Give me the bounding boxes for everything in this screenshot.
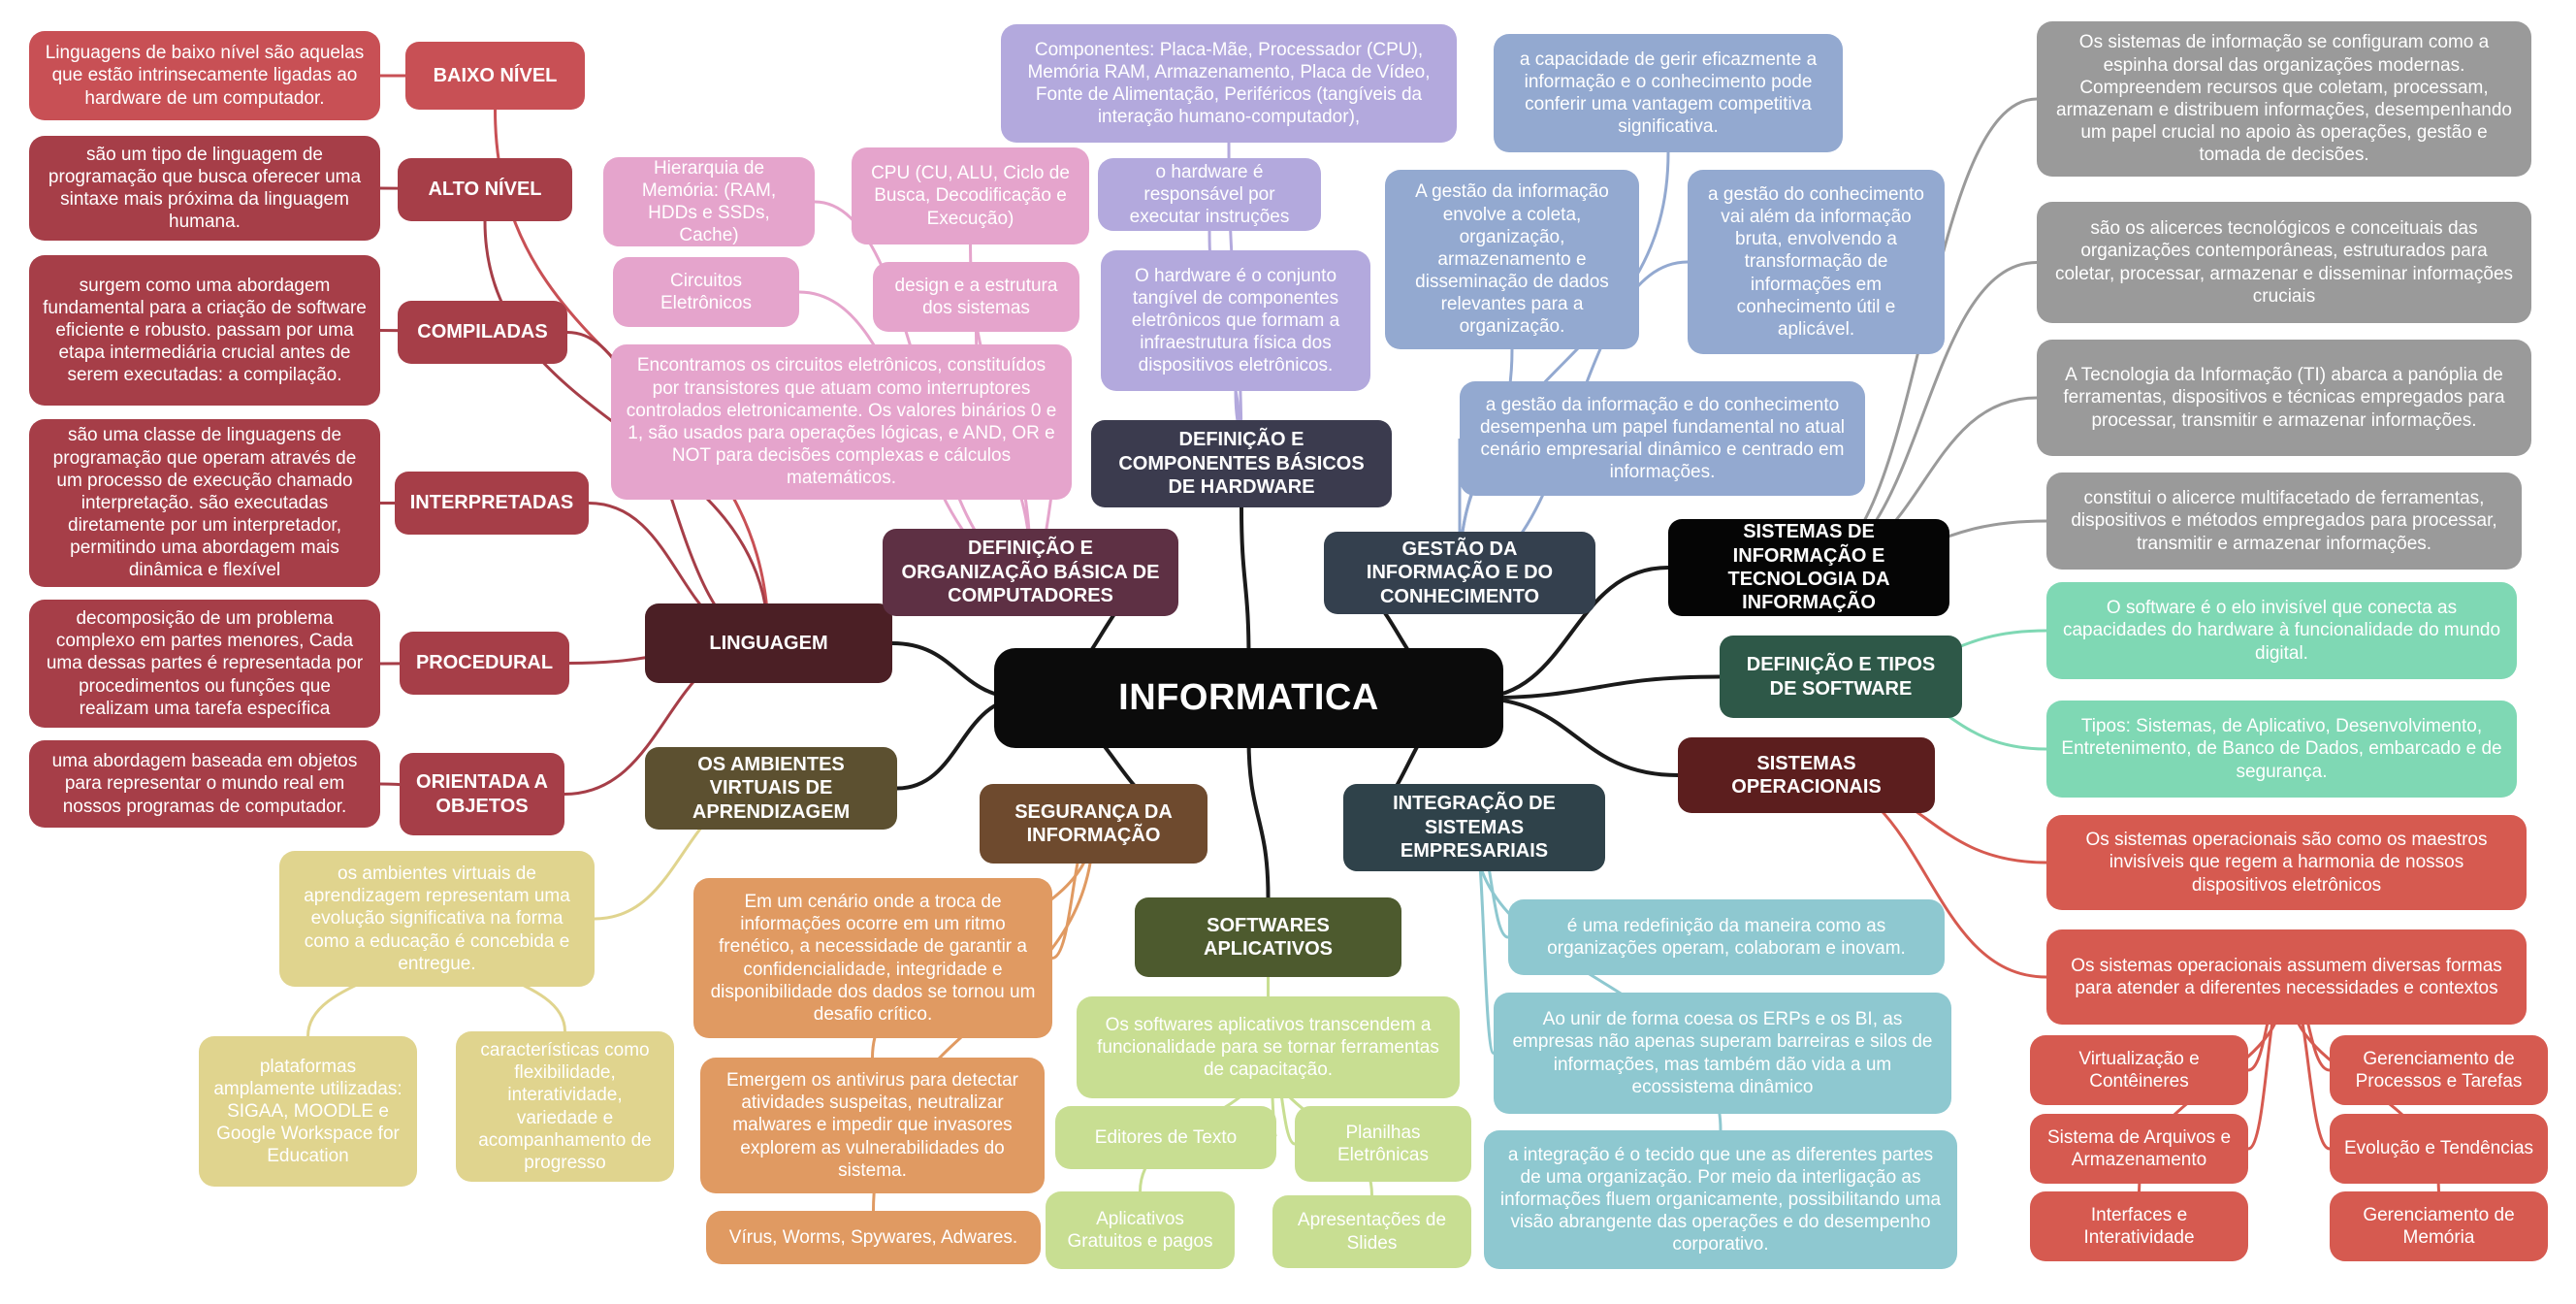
leaf-topic-si2: são os alicerces tecnológicos e conceitu… [2037, 202, 2531, 323]
leaf-topic-sw2: Tipos: Sistemas, de Aplicativo, Desenvol… [2046, 701, 2517, 798]
leaf-topic-so4: Gerenciamento de Processos e Tarefas [2330, 1035, 2548, 1105]
leaf-topic-so2: Os sistemas operacionais assumem diversa… [2046, 929, 2527, 1025]
branch-topic-comp: COMPILADAS [398, 301, 567, 364]
branch-topic-b_si: SISTEMAS DE INFORMAÇÃO E TECNOLOGIA DA I… [1668, 519, 1949, 616]
leaf-topic-so6: Evolução e Tendências [2330, 1114, 2548, 1184]
branch-topic-alto: ALTO NÍVEL [398, 158, 572, 221]
branch-topic-b_apl: SOFTWARES APLICATIVOS [1135, 897, 1401, 977]
leaf-topic-gic4: a gestão da informação e do conhecimento… [1460, 381, 1865, 496]
leaf-topic-si1: Os sistemas de informação se configuram … [2037, 21, 2531, 177]
leaf-topic-org1: Hierarquia de Memória: (RAM, HDDs e SSDs… [603, 157, 815, 246]
leaf-topic-org4: design e a estrutura dos sistemas [873, 262, 1079, 332]
leaf-topic-si4: constitui o alicerce multifacetado de fe… [2046, 473, 2522, 570]
leaf-topic-so3: Virtualização e Contêineres [2030, 1035, 2248, 1105]
leaf-topic-hw3: O hardware é o conjunto tangível de comp… [1101, 250, 1370, 391]
leaf-topic-proc_t: decomposição de um problema complexo em … [29, 600, 380, 728]
leaf-topic-oo_t: uma abordagem baseada em objetos para re… [29, 740, 380, 828]
branch-topic-proc: PROCEDURAL [400, 632, 569, 695]
leaf-topic-so8: Gerenciamento de Memória [2330, 1191, 2548, 1261]
connector-b_so [1473, 696, 1679, 777]
leaf-topic-hw2: o hardware é responsável por executar in… [1098, 158, 1321, 231]
leaf-topic-comp_t: surgem como uma abordagem fundamental pa… [29, 255, 380, 406]
leaf-topic-seg3: Vírus, Worms, Spywares, Adwares. [706, 1211, 1041, 1264]
leaf-topic-baixo_t: Linguagens de baixo nível são aquelas qu… [29, 31, 380, 120]
leaf-topic-org2: CPU (CU, ALU, Ciclo de Busca, Decodifica… [852, 147, 1089, 244]
leaf-topic-alto_t: são um tipo de linguagem de programação … [29, 136, 380, 241]
branch-topic-b_soft: DEFINIÇÃO E TIPOS DE SOFTWARE [1720, 636, 1962, 718]
leaf-topic-ava2: plataformas amplamente utilizadas: SIGAA… [199, 1036, 417, 1187]
leaf-topic-ava3: características como flexibilidade, inte… [456, 1031, 674, 1182]
leaf-topic-org3: Circuitos Eletrônicos [613, 257, 799, 327]
leaf-topic-apl1: Os softwares aplicativos transcendem a f… [1077, 996, 1460, 1098]
leaf-topic-gic2: A gestão da informação envolve a coleta,… [1385, 170, 1639, 349]
leaf-topic-so7: Interfaces e Interatividade [2030, 1191, 2248, 1261]
leaf-topic-apl3: Planilhas Eletrônicas [1295, 1106, 1471, 1182]
branch-topic-b_ava: OS AMBIENTES VIRTUAIS DE APRENDIZAGEM [645, 747, 897, 830]
branch-topic-b_int: INTEGRAÇÃO DE SISTEMAS EMPRESARIAIS [1343, 784, 1605, 871]
connector-b_apl [1246, 737, 1271, 898]
leaf-topic-apl2: Editores de Texto [1055, 1106, 1276, 1169]
branch-topic-baixo: BAIXO NÍVEL [405, 42, 585, 110]
leaf-topic-sw1: O software é o elo invisível que conecta… [2046, 582, 2517, 679]
root-topic: INFORMATICA [994, 648, 1503, 748]
leaf-topic-gic3: a gestão do conhecimento vai além da inf… [1688, 170, 1945, 354]
leaf-topic-apl5: Apresentações de Slides [1272, 1195, 1471, 1268]
branch-topic-oo: ORIENTADA A OBJETOS [400, 753, 564, 835]
leaf-topic-org5: Encontramos os circuitos eletrônicos, co… [611, 344, 1072, 500]
leaf-topic-hw1: Componentes: Placa-Mãe, Processador (CPU… [1001, 24, 1457, 143]
leaf-topic-interp_t: são uma classe de linguagens de programa… [29, 419, 380, 587]
branch-topic-b_org: DEFINIÇÃO E ORGANIZAÇÃO BÁSICA DE COMPUT… [883, 529, 1178, 616]
connector-b_si [1473, 566, 1669, 701]
leaf-topic-gic1: a capacidade de gerir eficazmente a info… [1494, 34, 1843, 152]
branch-topic-b_gic: GESTÃO DA INFORMAÇÃO E DO CONHECIMENTO [1324, 532, 1595, 614]
leaf-topic-seg1: Em um cenário onde a troca de informaçõe… [693, 878, 1052, 1038]
leaf-topic-seg2: Emergem os antivirus para detectar ativi… [700, 1058, 1045, 1193]
leaf-topic-so1: Os sistemas operacionais são como os mae… [2046, 815, 2527, 910]
leaf-topic-so5: Sistema de Arquivos e Armazenamento [2030, 1114, 2248, 1184]
branch-topic-b_seg: SEGURANÇA DA INFORMAÇÃO [980, 784, 1208, 864]
leaf-topic-int3: a integração é o tecido que une as difer… [1484, 1130, 1957, 1269]
leaf-topic-int1: é uma redefinição da maneira como as org… [1508, 899, 1945, 975]
leaf-topic-ava1: os ambientes virtuais de aprendizagem re… [279, 851, 595, 987]
branch-topic-linguagem: LINGUAGEM [645, 603, 892, 683]
leaf-topic-int2: Ao unir de forma coesa os ERPs e os BI, … [1494, 993, 1951, 1114]
connector-b_soft [1473, 674, 1721, 701]
connector-b_hw [1240, 506, 1251, 659]
leaf-topic-si3: A Tecnologia da Informação (TI) abarca a… [2037, 340, 2531, 456]
branch-topic-b_hw: DEFINIÇÃO E COMPONENTES BÁSICOS DE HARDW… [1091, 420, 1392, 507]
branch-topic-interp: INTERPRETADAS [395, 472, 589, 535]
branch-topic-b_so: SISTEMAS OPERACIONAIS [1678, 737, 1935, 813]
leaf-topic-apl4: Aplicativos Gratuitos e pagos [1046, 1191, 1235, 1269]
